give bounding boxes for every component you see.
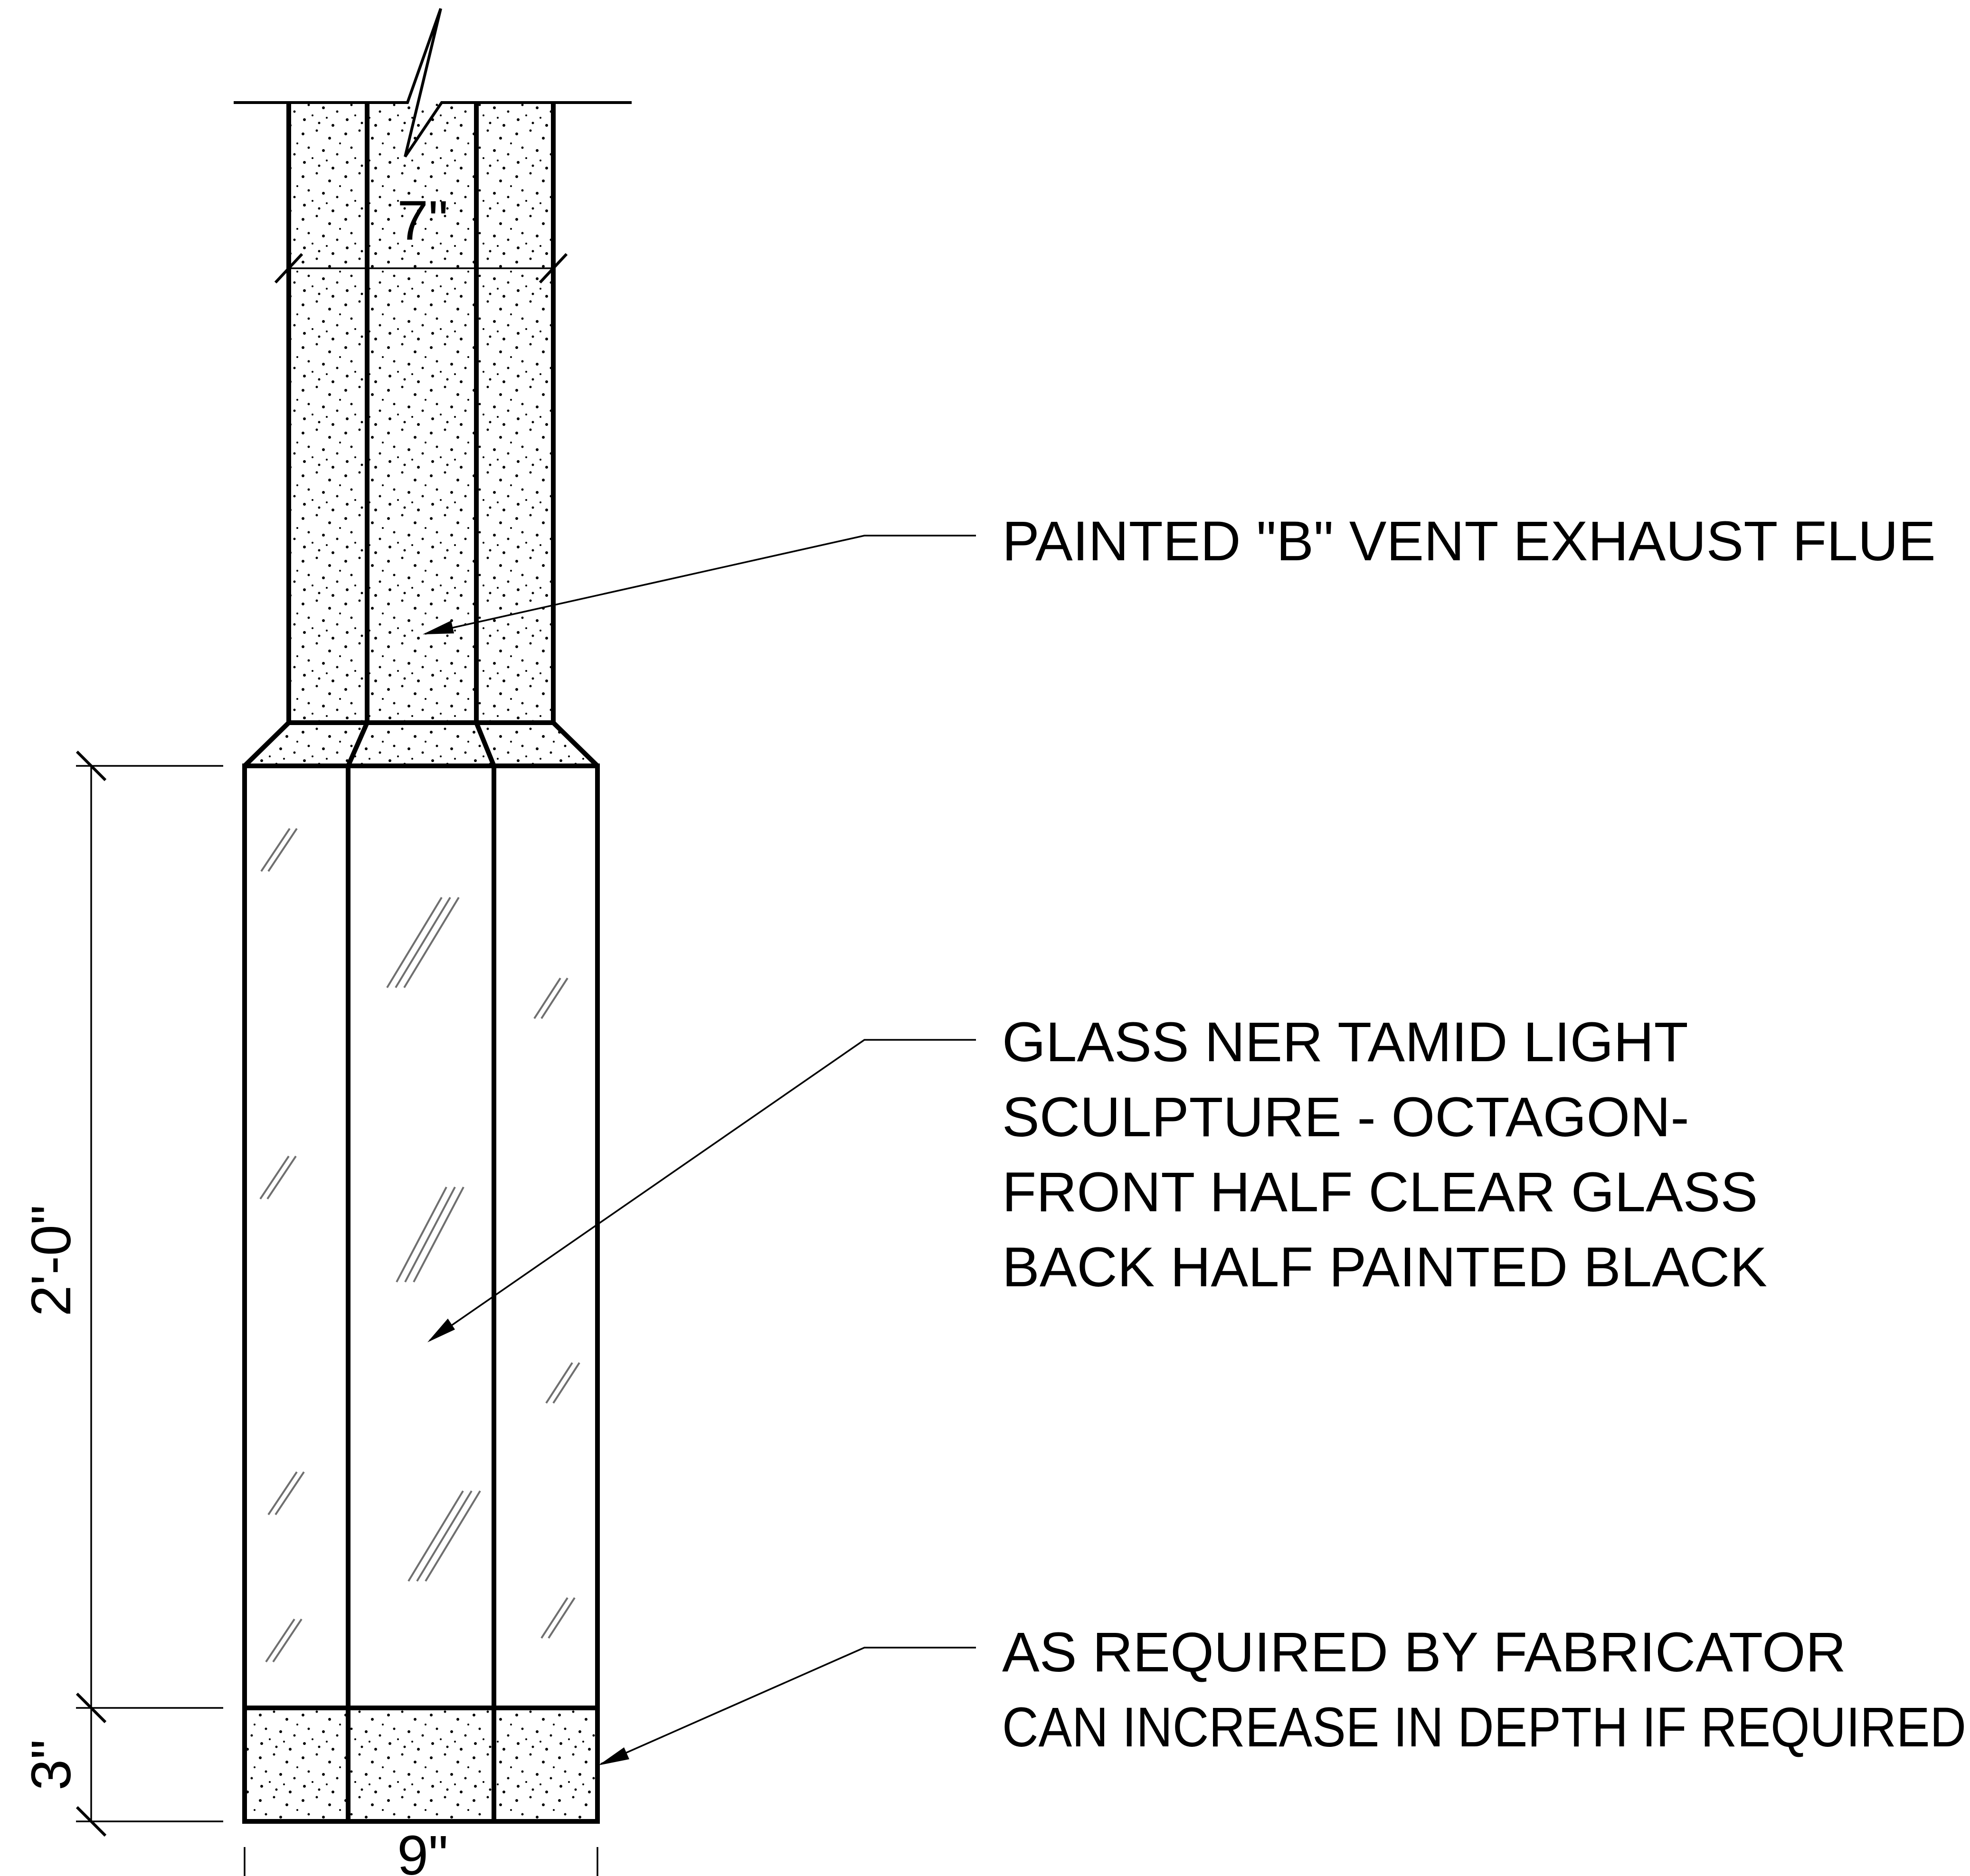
flue-break-line bbox=[234, 8, 632, 158]
callout-base-line: CAN INCREASE IN DEPTH IF REQUIRED bbox=[1002, 1696, 1966, 1759]
glass-hatch-mark bbox=[540, 1597, 576, 1639]
transition-right-slope bbox=[551, 721, 599, 768]
base-fill-right bbox=[496, 1710, 595, 1819]
callout-flue: PAINTED "B" VENT EXHAUST FLUE bbox=[1002, 510, 1936, 573]
leader-arrowhead bbox=[598, 1747, 629, 1765]
flue-fill-left bbox=[289, 103, 367, 723]
base-outline bbox=[242, 1706, 600, 1824]
sculpture-height-dimension: 2'-0" bbox=[20, 1205, 83, 1317]
callout-flue-line: PAINTED "B" VENT EXHAUST FLUE bbox=[1002, 510, 1936, 573]
callout-sculpture-line: SCULPTURE - OCTAGON- bbox=[1002, 1086, 1689, 1149]
glass-hatch-mark bbox=[545, 1362, 580, 1404]
transition-inner-left-slope bbox=[346, 721, 369, 767]
callout-sculpture-line: GLASS NER TAMID LIGHT bbox=[1002, 1011, 1688, 1074]
glass-hatch-mark bbox=[396, 1187, 464, 1282]
glass-sculpture bbox=[242, 764, 600, 1824]
transition-inner-right-slope bbox=[474, 722, 496, 767]
fabricator-base bbox=[242, 1706, 600, 1824]
base-height-dimension: 3" bbox=[20, 1739, 83, 1791]
glass-hatching bbox=[259, 828, 580, 1663]
flue-width-dimension: 7" bbox=[397, 189, 448, 252]
leader-sculpture bbox=[427, 1039, 976, 1342]
width-dimension: 9" bbox=[244, 1824, 598, 1876]
sculpture-outline bbox=[242, 764, 600, 1824]
base-fill-left bbox=[247, 1710, 346, 1819]
flue-dimension-tick-right bbox=[539, 253, 568, 284]
glass-hatch-mark bbox=[386, 896, 460, 989]
callout-base: AS REQUIRED BY FABRICATOR CAN INCREASE I… bbox=[1002, 1621, 1966, 1759]
dimension-tick-mid bbox=[76, 1692, 107, 1724]
leader-arrowhead bbox=[427, 1319, 455, 1342]
leader-arrowhead bbox=[423, 621, 454, 634]
glass-hatch-mark bbox=[265, 1618, 303, 1663]
leader-base bbox=[598, 1647, 976, 1765]
flue-dimension-tick-left bbox=[274, 253, 303, 284]
vertical-dimensions: 2'-0" 3" bbox=[20, 750, 223, 1837]
sculpture-width-dimension: 9" bbox=[397, 1824, 448, 1876]
leader-flue bbox=[423, 535, 976, 635]
glass-hatch-mark bbox=[259, 1155, 297, 1200]
base-fill-center bbox=[350, 1710, 492, 1819]
flue-fill-right bbox=[476, 103, 553, 723]
glass-hatch-mark bbox=[260, 828, 298, 872]
octagon-transition bbox=[243, 720, 599, 768]
callout-sculpture-line: BACK HALF PAINTED BLACK bbox=[1002, 1236, 1767, 1299]
glass-hatch-mark bbox=[267, 1471, 305, 1516]
glass-hatch-mark bbox=[407, 1490, 481, 1582]
callout-sculpture-line: FRONT HALF CLEAR GLASS bbox=[1002, 1161, 1758, 1224]
flue-fill-center bbox=[367, 103, 476, 723]
callout-sculpture: GLASS NER TAMID LIGHT SCULPTURE - OCTAGO… bbox=[1002, 1011, 1767, 1299]
dimension-tick-top bbox=[76, 750, 107, 782]
callout-base-line: AS REQUIRED BY FABRICATOR bbox=[1002, 1621, 1846, 1684]
transition-left-slope bbox=[243, 721, 291, 768]
exhaust-flue: 7" bbox=[234, 8, 632, 723]
transition-fill bbox=[245, 723, 597, 766]
dimension-tick-bottom bbox=[76, 1806, 107, 1837]
glass-hatch-mark bbox=[533, 977, 568, 1019]
